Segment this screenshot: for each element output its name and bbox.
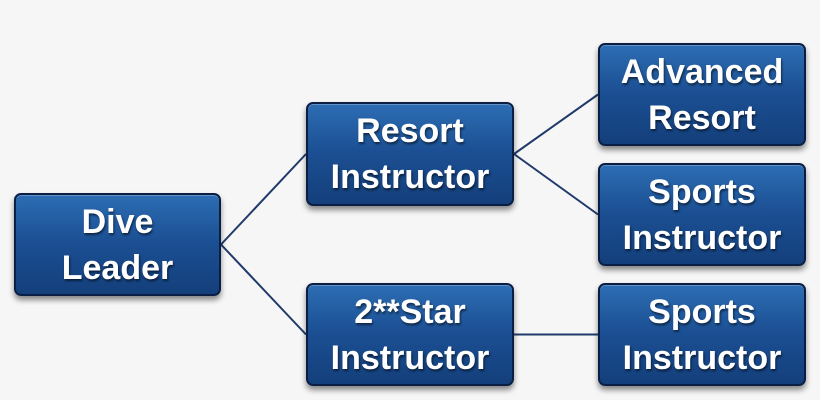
node-label-line: Instructor bbox=[622, 218, 782, 257]
node-label-line: Resort bbox=[648, 98, 756, 137]
node-sports-instructor-upper: Sports Instructor bbox=[598, 163, 806, 266]
node-label-line: Advanced bbox=[620, 52, 784, 91]
node-label-line: Instructor bbox=[622, 338, 782, 377]
node-dive-leader: Dive Leader bbox=[14, 193, 221, 296]
connector-resort_instructor-to-sports_instructor_a bbox=[513, 153, 599, 216]
node-label-line: Dive bbox=[81, 202, 154, 241]
node-2-star-instructor: 2**Star Instructor bbox=[306, 283, 514, 386]
node-label-line: 2**Star bbox=[354, 292, 466, 331]
node-label-line: Sports bbox=[648, 292, 756, 331]
node-advanced-resort: Advanced Resort bbox=[598, 43, 806, 146]
node-sports-instructor-lower: Sports Instructor bbox=[598, 283, 806, 386]
connector-dive_leader-to-two_star_instructor bbox=[220, 243, 307, 336]
node-label-line: Resort bbox=[356, 112, 464, 150]
node-label-line: Leader bbox=[61, 248, 174, 287]
connector-dive_leader-to-resort_instructor bbox=[220, 153, 307, 246]
node-label-line: Instructor bbox=[330, 338, 490, 377]
node-label-line: Instructor bbox=[330, 158, 490, 196]
connector-resort_instructor-to-advanced_resort bbox=[513, 93, 599, 155]
node-label-line: Sports bbox=[648, 172, 756, 211]
node-resort-instructor: Resort Instructor bbox=[306, 102, 514, 206]
